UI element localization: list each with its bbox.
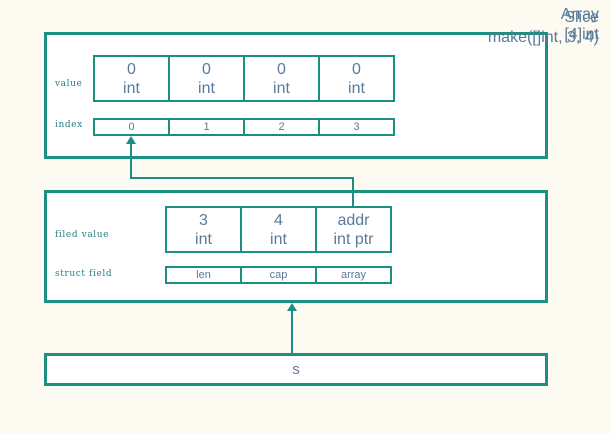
slice-field-cell-cap[interactable]: cap xyxy=(240,266,317,284)
array-pointer-segment-up-left xyxy=(130,144,132,178)
array-type-3: int xyxy=(348,79,365,97)
array-value-2: 0 xyxy=(277,60,286,78)
array-title-line1: Array xyxy=(560,6,599,23)
array-index-cell-3[interactable]: 3 xyxy=(318,118,395,136)
array-type-0: int xyxy=(123,79,140,97)
array-value-0: 0 xyxy=(127,60,136,78)
slice-value-cells: 3 int 4 int addr int ptr xyxy=(165,206,392,253)
slice-field-row-label: struct field xyxy=(55,269,113,279)
slice-value-len: 3 xyxy=(199,211,208,229)
array-pointer-segment-up-right xyxy=(352,177,354,206)
slice-value-cell-cap[interactable]: 4 int xyxy=(240,206,317,253)
array-title-line2: [4]int xyxy=(564,26,599,43)
slice-type-cap: int xyxy=(270,230,287,248)
slice-value-cap: 4 xyxy=(274,211,283,229)
array-type-1: int xyxy=(198,79,215,97)
variable-group-box xyxy=(44,353,548,386)
array-pointer-segment-horizontal xyxy=(130,177,354,179)
array-value-3: 0 xyxy=(352,60,361,78)
array-index-cell-0[interactable]: 0 xyxy=(93,118,170,136)
array-index-row-label: index xyxy=(55,120,83,130)
slice-type-len: int xyxy=(195,230,212,248)
slice-value-cell-len[interactable]: 3 int xyxy=(165,206,242,253)
slice-value-array: addr xyxy=(337,211,370,229)
variable-connector-segment xyxy=(291,311,293,353)
array-type-2: int xyxy=(273,79,290,97)
array-value-cell-1[interactable]: 0 int xyxy=(168,55,245,102)
array-value-cells: 0 int 0 int 0 int 0 int xyxy=(93,55,395,102)
array-index-cell-1[interactable]: 1 xyxy=(168,118,245,136)
array-value-cell-0[interactable]: 0 int xyxy=(93,55,170,102)
slice-value-cell-array[interactable]: addr int ptr xyxy=(315,206,392,253)
array-index-cells: 0 1 2 3 xyxy=(93,118,395,136)
array-title: Array [4]int xyxy=(561,5,599,45)
slice-field-cells: len cap array xyxy=(165,266,392,284)
array-value-cell-2[interactable]: 0 int xyxy=(243,55,320,102)
slice-field-cell-len[interactable]: len xyxy=(165,266,242,284)
array-value-row-label: value xyxy=(55,79,83,89)
variable-connector-arrowhead xyxy=(287,303,297,311)
slice-title-line2: make([]int, 3, 4) xyxy=(487,29,599,46)
array-value-1: 0 xyxy=(202,60,211,78)
slice-type-array: int ptr xyxy=(333,230,374,248)
array-value-cell-3[interactable]: 0 int xyxy=(318,55,395,102)
slice-field-cell-array[interactable]: array xyxy=(315,266,392,284)
slice-title: Slice make([]int, 3, 4) xyxy=(488,8,599,48)
slice-value-row-label: filed value xyxy=(55,230,110,240)
array-index-cell-2[interactable]: 2 xyxy=(243,118,320,136)
array-pointer-arrowhead xyxy=(126,136,136,144)
variable-name-label: s xyxy=(292,361,300,378)
slice-title-line1: Slice xyxy=(564,9,599,26)
